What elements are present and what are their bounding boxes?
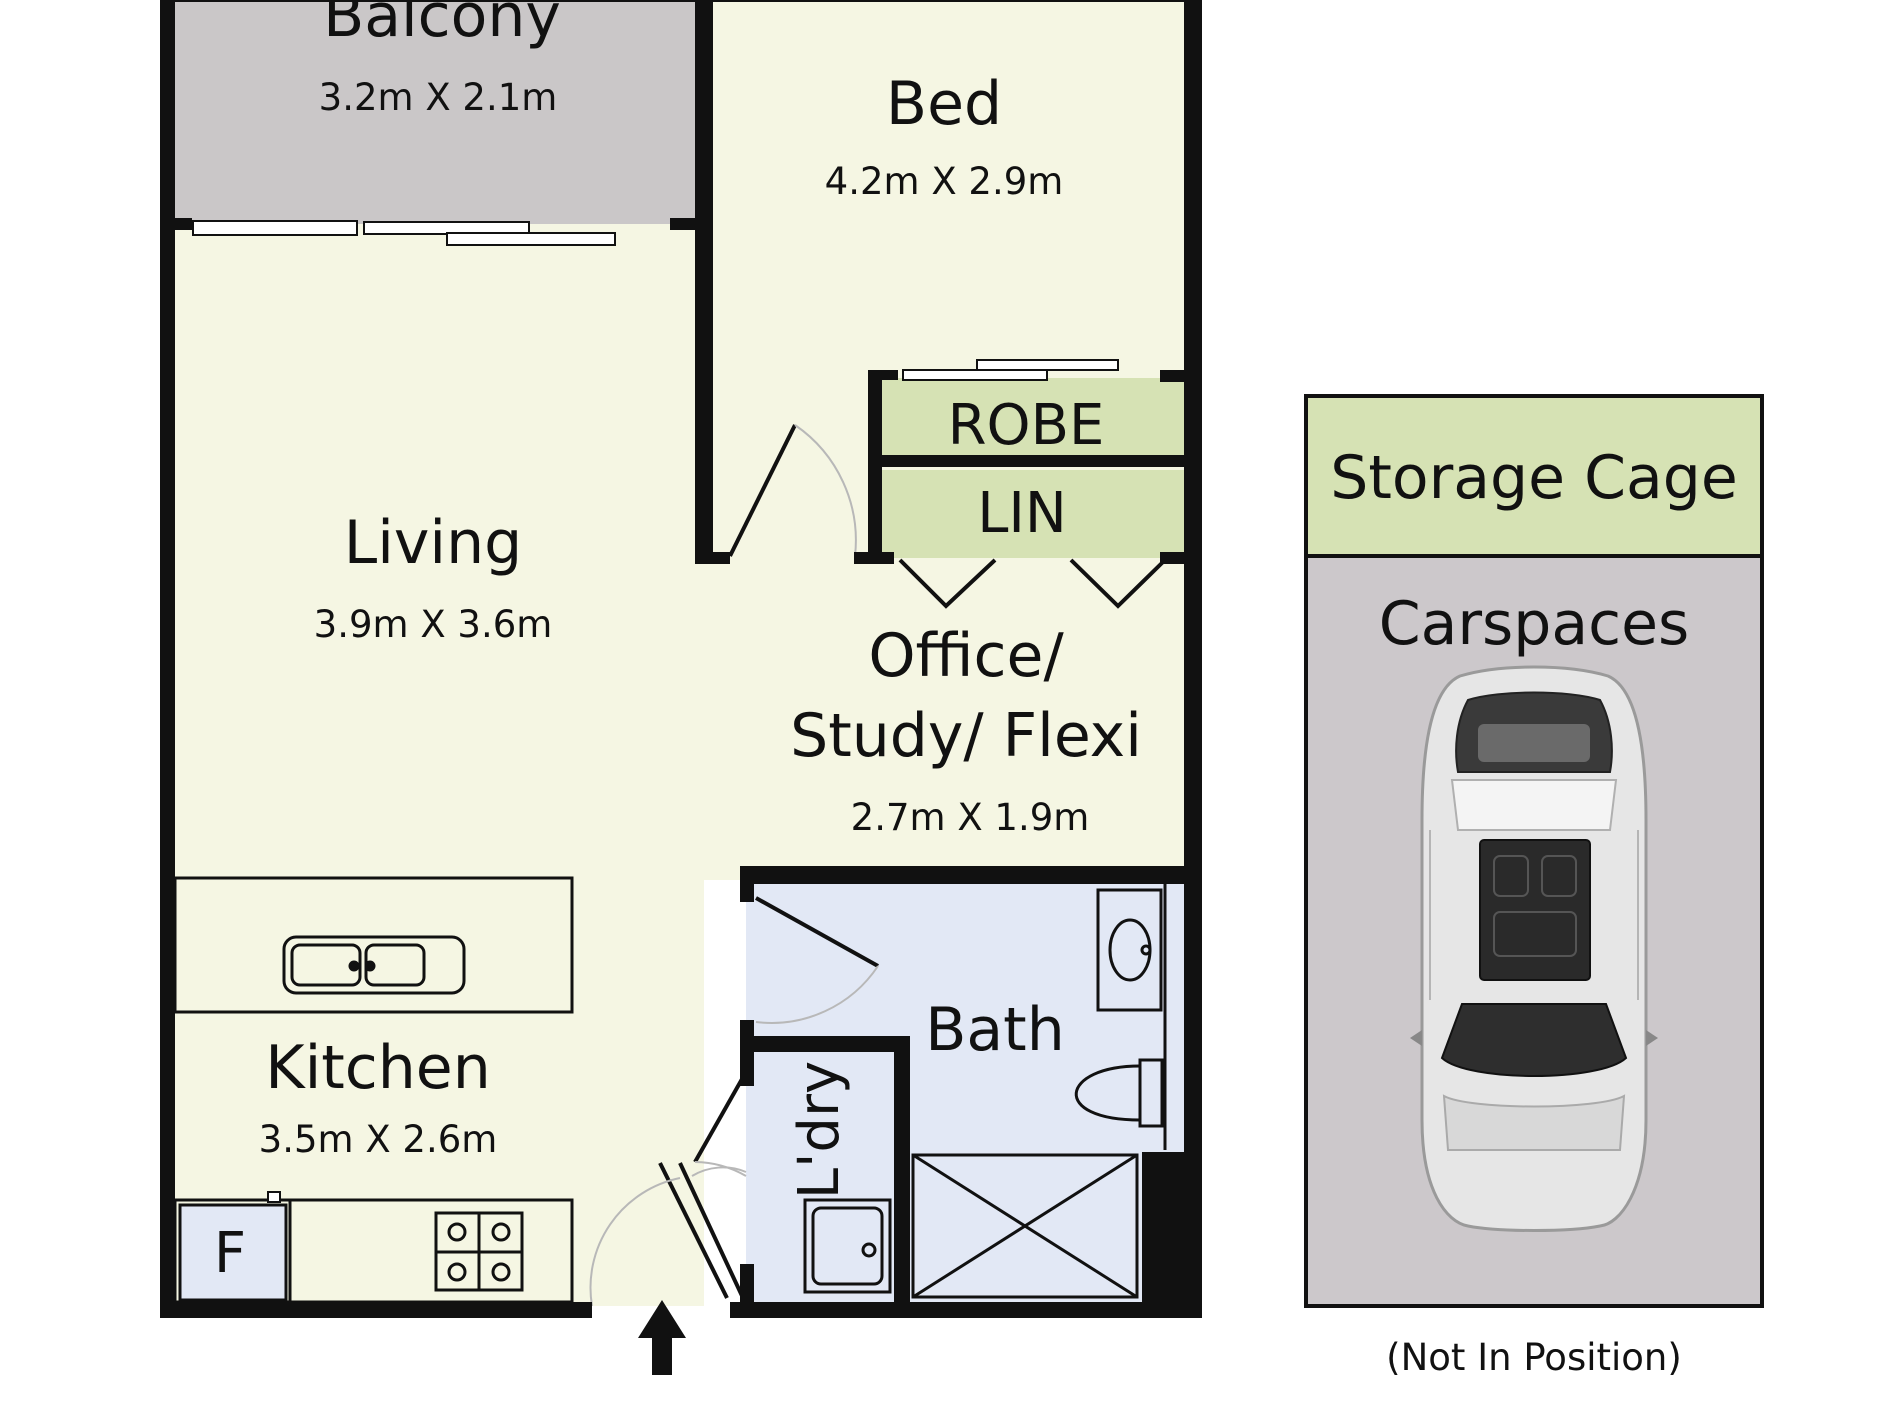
wall-outer-top: [160, 0, 1202, 2]
wall-left: [160, 0, 175, 1318]
wall-robe-left: [868, 370, 882, 564]
storage-cage: [1304, 394, 1764, 558]
office-name-line2: Study/ Flexi: [790, 701, 1142, 771]
cooktop-icon: [434, 1211, 524, 1292]
wall-robe-divider: [876, 455, 1184, 467]
fridge-tap: [267, 1191, 281, 1203]
kitchen-sink-icon: [282, 935, 466, 995]
fridge: [178, 1203, 288, 1302]
laundry-fixtures: [803, 1198, 892, 1294]
door-swings: [589, 424, 1167, 1307]
entry-arrow-icon: [638, 1300, 686, 1375]
linen-name: LIN: [977, 481, 1067, 546]
car-icon: [1410, 665, 1658, 1232]
walls: [160, 0, 1202, 1318]
fridge-label: F: [214, 1221, 246, 1286]
balcony-name: Balcony: [323, 0, 561, 51]
robe-floor: [878, 378, 1184, 466]
living-name: Living: [344, 508, 522, 578]
toilet-icon: [1074, 1058, 1164, 1128]
carspaces-label: Carspaces: [1379, 589, 1690, 659]
wall-bottom-left: [160, 1302, 592, 1318]
storage-cage-label: Storage Cage: [1330, 443, 1738, 513]
wall-laundry-top: [740, 1036, 910, 1052]
balcony-floor: [170, 0, 704, 224]
office-name-line1: Office/: [868, 621, 1064, 691]
sliding-doors: [192, 220, 1119, 381]
wall-bed-living: [695, 230, 713, 564]
wall-laundry-right: [894, 1036, 910, 1304]
wall-pier: [1142, 1152, 1184, 1306]
not-in-position-note: (Not In Position): [1386, 1336, 1682, 1379]
vanity: [1096, 888, 1163, 1012]
bed-dims: 4.2m X 2.9m: [825, 160, 1064, 203]
wall-bottom-right: [730, 1302, 1202, 1318]
living-dims: 3.9m X 3.6m: [314, 603, 553, 646]
balcony-dims: 3.2m X 2.1m: [319, 76, 558, 119]
kitchen-dims: 3.5m X 2.6m: [259, 1118, 498, 1161]
wall-bath-top: [740, 866, 1202, 884]
laundry-name: L'dry: [787, 1061, 852, 1199]
basin-icon: [1108, 918, 1152, 982]
robe-name: ROBE: [948, 393, 1105, 458]
wall-balcony-bed: [695, 0, 713, 230]
kitchen-joinery: [173, 876, 574, 1304]
bed-name: Bed: [886, 69, 1002, 139]
wall-bath-left: [740, 866, 754, 902]
wall-right: [1184, 0, 1202, 1318]
parking-area: Storage Cage Carspaces (Not In Position): [1304, 394, 1764, 1379]
laundry-tub-icon: [803, 1198, 892, 1294]
living-floor: [170, 224, 704, 1306]
bath-fixtures: [911, 880, 1184, 1306]
linen-floor: [878, 470, 1184, 558]
bath-name: Bath: [925, 995, 1064, 1065]
kitchen-name: Kitchen: [265, 1033, 491, 1103]
shower-icon: [911, 1153, 1139, 1299]
office-dims: 2.7m X 1.9m: [851, 796, 1090, 839]
room-labels: Balcony 3.2m X 2.1m Bed 4.2m X 2.9m Livi…: [214, 0, 1142, 1286]
